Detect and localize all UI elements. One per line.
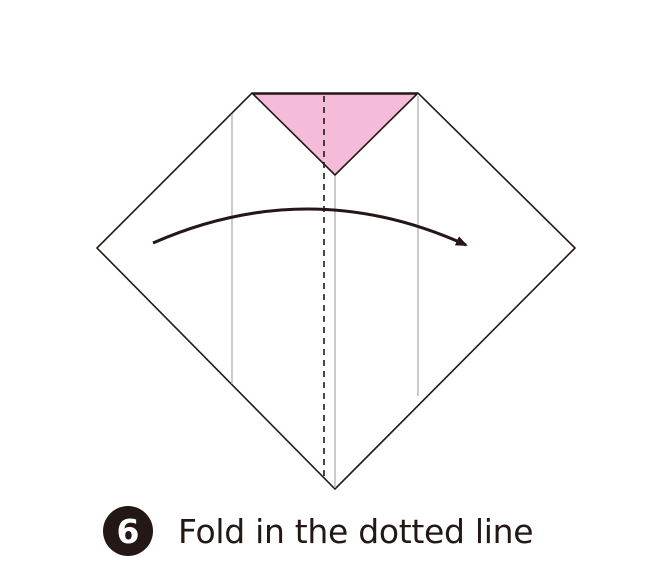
- step-number-badge: 6: [103, 506, 153, 556]
- pink-flap: [251, 93, 419, 177]
- step-caption: 6 Fold in the dotted line: [103, 505, 534, 557]
- fold-direction-arrow: [152, 207, 468, 247]
- origami-diagram: [95, 92, 577, 491]
- paper-shape: [95, 92, 577, 491]
- step-instruction: Fold in the dotted line: [178, 511, 534, 551]
